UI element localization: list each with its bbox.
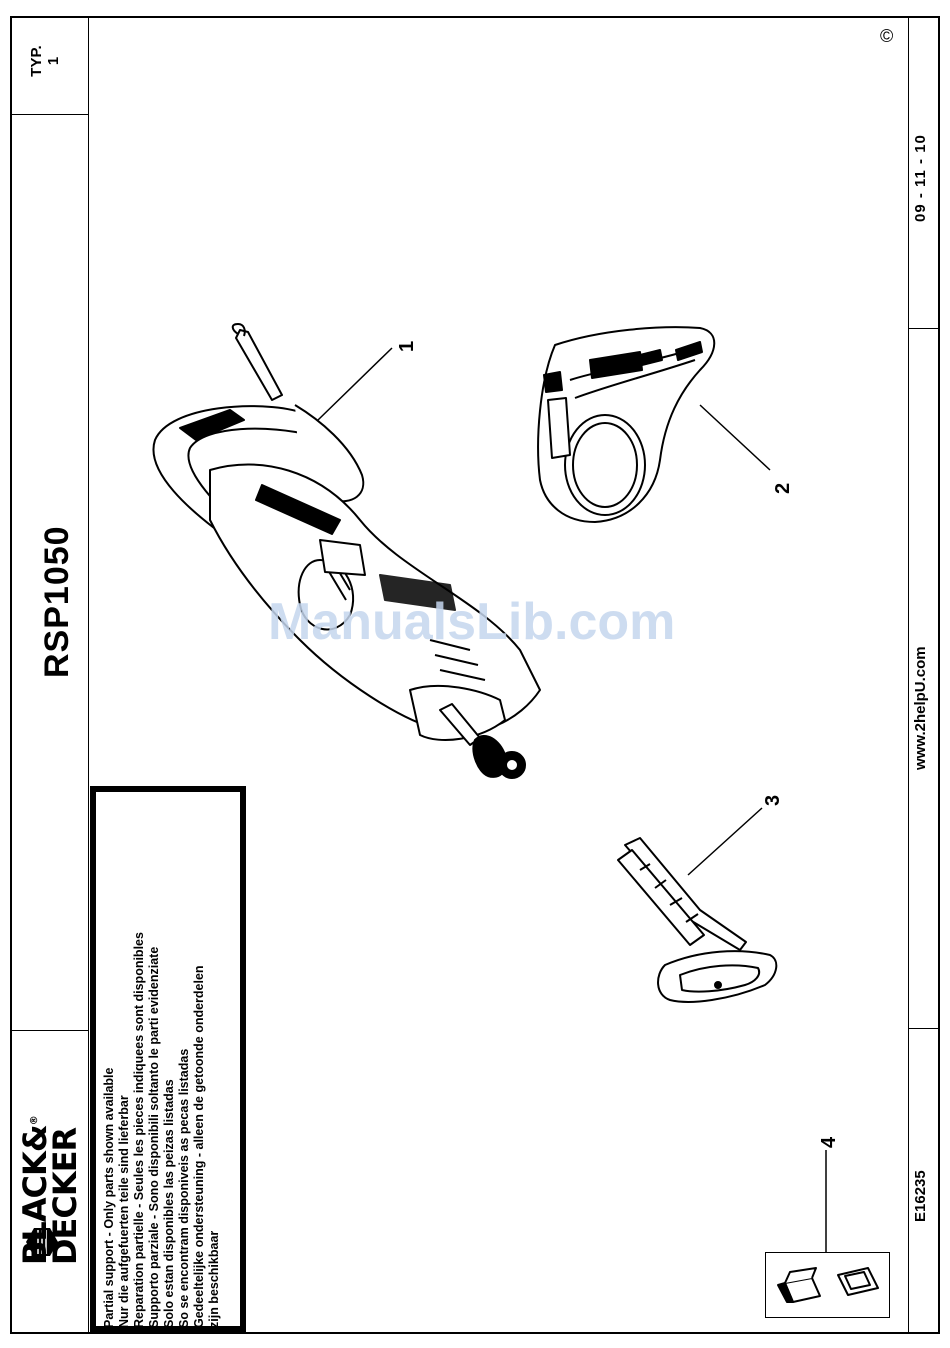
leader-line-2 (699, 404, 771, 471)
watermark: ManualsLib.com (268, 593, 676, 651)
part-1-tool-body (152, 323, 541, 779)
leader-line-3 (687, 807, 763, 876)
copyright-icon: © (880, 26, 894, 46)
part-3-extension (617, 837, 778, 1003)
drawing-frame (10, 16, 940, 1334)
part-2-guard (537, 326, 716, 523)
left-column-divider (88, 16, 89, 1334)
typ-divider (10, 114, 89, 115)
code-divider (908, 1028, 940, 1029)
brand-hexagon-icon (26, 1228, 58, 1256)
leader-line-1 (317, 347, 393, 421)
logo-divider (10, 1030, 89, 1031)
part-number-4: 4 (818, 1136, 840, 1148)
part-4-box (765, 1252, 890, 1318)
part-number-1: 1 (396, 340, 418, 352)
part-4-small-pieces (777, 1267, 879, 1303)
part-number-3: 3 (762, 794, 784, 806)
right-column-divider (908, 16, 909, 1334)
part-number-2: 2 (772, 482, 794, 494)
availability-notice: Partial support - Only parts shown avail… (90, 786, 246, 1332)
date-divider (908, 328, 940, 329)
